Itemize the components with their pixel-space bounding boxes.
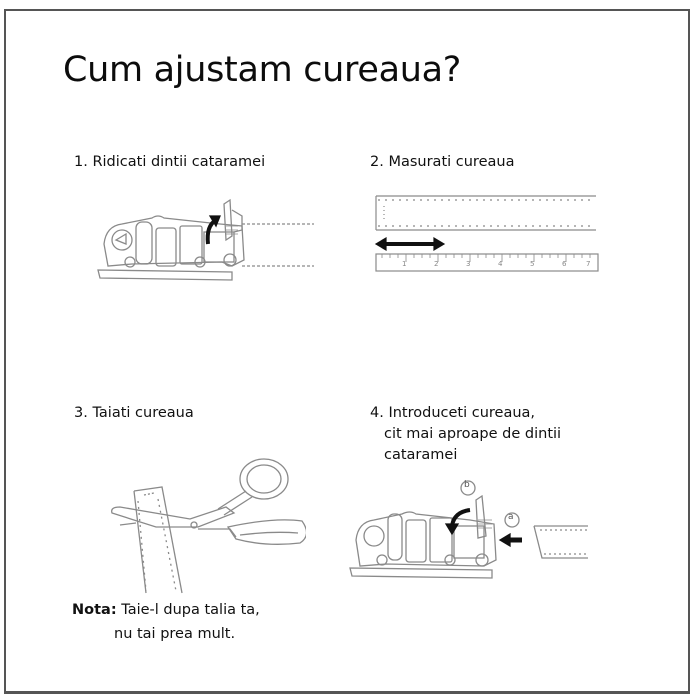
step-3-label: 3. Taiati cureaua <box>74 403 194 424</box>
step-1-label: 1. Ridicati dintii cataramei <box>74 152 265 173</box>
double-arrow-icon <box>374 236 446 252</box>
step-4-text-line-3: cataramei <box>384 447 458 463</box>
marker-b-label: b <box>464 480 470 490</box>
buckle-lift-teeth-illustration <box>92 196 322 286</box>
marker-b-icon <box>460 480 476 496</box>
step-3-text: Taiati cureaua <box>92 405 194 421</box>
scissors-cut-illustration <box>106 455 306 595</box>
ruler-tick: 6 <box>562 260 567 268</box>
note-line-1: Taie-l dupa talia ta, <box>121 602 260 618</box>
ruler-tick: 3 <box>466 260 471 268</box>
note-text: Nota: Taie-l dupa talia ta, nu tai prea … <box>72 598 260 646</box>
ruler-tick: 1 <box>402 260 407 268</box>
ruler-tick: 7 <box>586 260 591 268</box>
instruction-card <box>4 9 690 694</box>
step-3-number: 3. <box>74 405 88 421</box>
buckle-insert-strap-illustration: b a <box>346 476 592 584</box>
page-title: Cum ajustam cureaua? <box>63 50 462 90</box>
step-4-label: 4. Introduceti cureaua, cit mai aproape … <box>370 403 561 466</box>
note-label: Nota: <box>72 602 117 618</box>
step-2-text: Masurati cureaua <box>388 154 515 170</box>
step-4-text-line-1: Introduceti cureaua, <box>388 405 536 421</box>
step-2-label: 2. Masurati cureaua <box>370 152 514 173</box>
marker-a-icon <box>504 512 520 528</box>
step-2-number: 2. <box>370 154 384 170</box>
step-4-text-line-2: cit mai aproape de dintii <box>384 426 562 442</box>
note-line-2: nu tai prea mult. <box>114 626 236 642</box>
step-4-number: 4. <box>370 405 384 421</box>
step-1-text: Ridicati dintii cataramei <box>92 154 266 170</box>
ruler-tick: 2 <box>434 260 439 268</box>
ruler-tick: 4 <box>498 260 503 268</box>
step-1-number: 1. <box>74 154 88 170</box>
ruler-measure-illustration: 1 2 3 4 5 6 7 <box>372 192 602 274</box>
marker-a-label: a <box>508 512 514 522</box>
ruler-tick: 5 <box>530 260 535 268</box>
